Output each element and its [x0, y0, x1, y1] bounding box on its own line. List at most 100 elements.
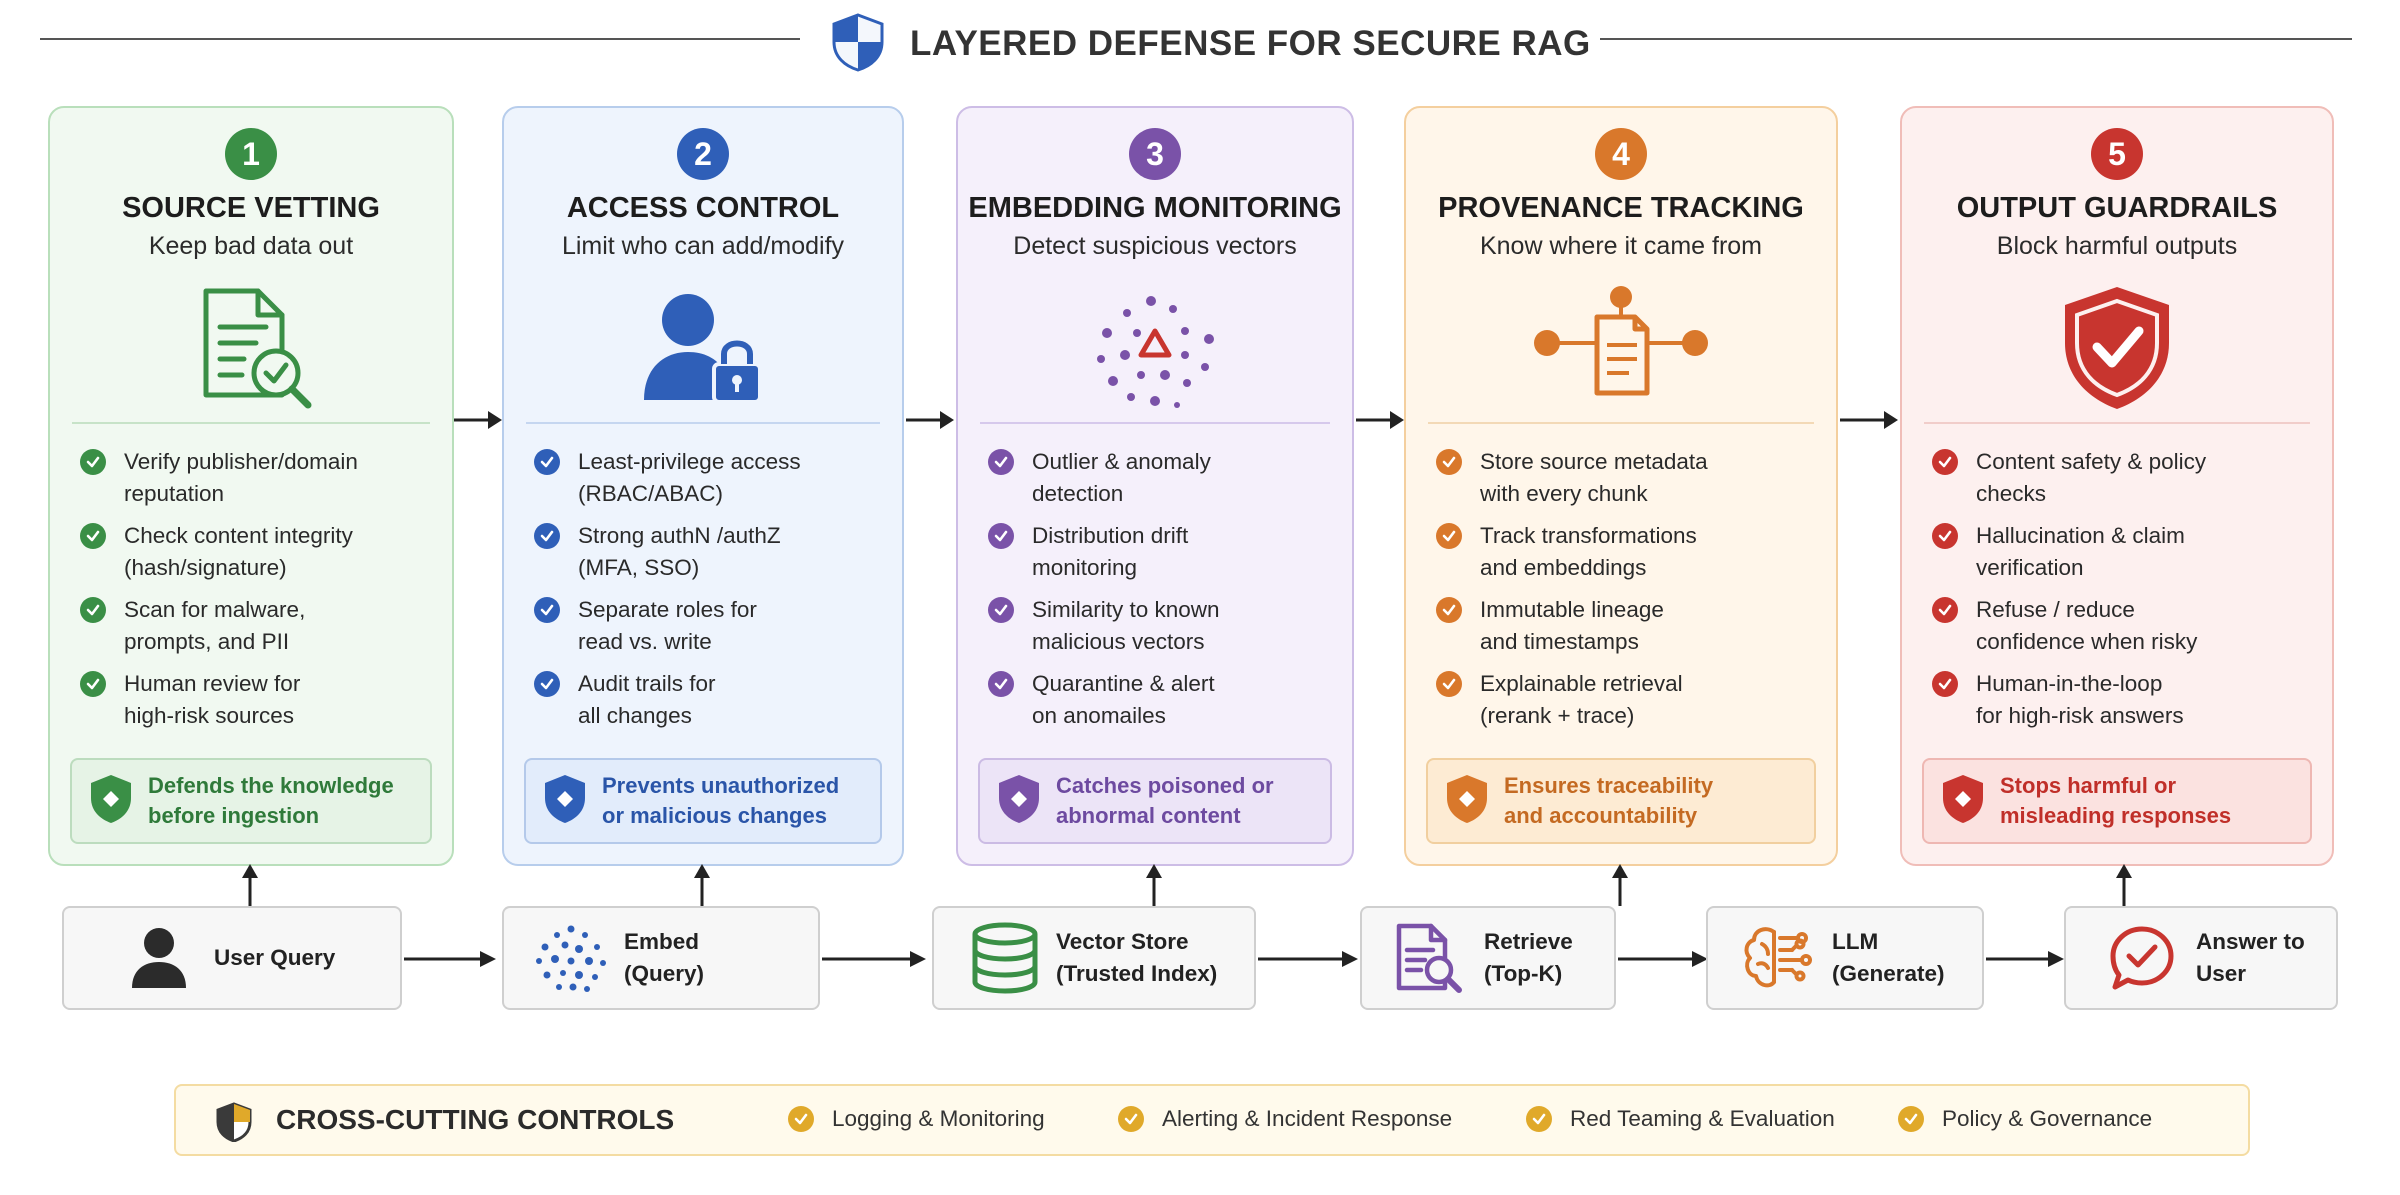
- user-icon: [114, 926, 204, 990]
- item-line: Immutable lineage: [1480, 597, 1664, 622]
- check-icon: [80, 523, 106, 549]
- pipeline-label: LLM (Generate): [1832, 929, 1945, 986]
- item-line: (MFA, SSO): [578, 555, 700, 580]
- item-line: checks: [1976, 481, 2047, 506]
- note-line: Defends the knowledge: [148, 773, 394, 798]
- list-item: Least-privilege access(RBAC/ABAC): [534, 446, 884, 520]
- note-line: and accountability: [1504, 803, 1698, 828]
- note-line: or malicious changes: [602, 803, 827, 828]
- check-icon: [80, 449, 106, 475]
- document-search-icon: [1388, 922, 1468, 994]
- document-search-icon: [181, 278, 321, 418]
- item-line: reputation: [124, 481, 225, 506]
- check-icon: [988, 449, 1014, 475]
- vector-anomaly-icon: [1085, 278, 1225, 418]
- card-subtitle: Detect suspicious vectors: [1013, 232, 1297, 260]
- check-icon: [1932, 523, 1958, 549]
- item-line: verification: [1976, 555, 2084, 580]
- card-title: ACCESS CONTROL: [566, 192, 840, 224]
- brain-icon: [1734, 924, 1818, 992]
- list-item: Hallucination & claim verification: [1932, 520, 2314, 594]
- cross-cutting-label: Red Teaming & Evaluation: [1570, 1106, 1835, 1131]
- item-line: and timestamps: [1480, 629, 1639, 654]
- item-line: with every chunk: [1480, 481, 1648, 506]
- card-title: OUTPUT GUARDRAILS: [1956, 192, 2278, 224]
- card-note: Stops harmful or misleading responses: [1922, 758, 2312, 844]
- card-title: SOURCE VETTING: [122, 192, 380, 224]
- card-embedding-monitoring: 3 EMBEDDING MONITORING Detect suspicious…: [956, 106, 1354, 866]
- page-title: LAYERED DEFENSE FOR SECURE RAG: [910, 24, 1591, 63]
- arrow-right-icon: [1840, 411, 1898, 429]
- arrow-up-icon: [1146, 864, 1162, 906]
- shield-check-icon: [2047, 278, 2187, 418]
- cross-cutting-label: Policy & Governance: [1942, 1106, 2153, 1131]
- header-rule-right: [1600, 38, 2352, 40]
- card-divider: [1428, 422, 1814, 424]
- embed-dots-icon: [526, 923, 616, 993]
- item-line: Hallucination & claim: [1976, 523, 2185, 548]
- arrow-right-icon: [906, 411, 954, 429]
- chat-check-icon: [2102, 925, 2182, 991]
- check-icon: [534, 671, 560, 697]
- pipeline-retrieve: Retrieve (Top-K): [1360, 906, 1616, 1010]
- card-title: EMBEDDING MONITORING: [968, 192, 1342, 224]
- arrow-right-icon: [1356, 411, 1404, 429]
- card-divider: [72, 422, 430, 424]
- item-line: monitoring: [1032, 555, 1138, 580]
- list-item: Strong authN /authZ(MFA, SSO): [534, 520, 884, 594]
- card-divider: [1924, 422, 2310, 424]
- item-line: high-risk sources: [124, 703, 295, 728]
- check-icon: [534, 597, 560, 623]
- item-line: (rerank + trace): [1480, 703, 1635, 728]
- shield-icon: [1444, 773, 1490, 830]
- check-icon: [1526, 1106, 1552, 1132]
- item-line: Scan for malware,: [124, 597, 306, 622]
- cross-cutting-label: Alerting & Incident Response: [1162, 1106, 1453, 1131]
- check-icon: [1898, 1106, 1924, 1132]
- cross-cutting-item: Logging & Monitoring: [788, 1106, 1045, 1132]
- shield-icon: [1940, 773, 1986, 830]
- pipeline-user-query: User Query: [62, 906, 402, 1010]
- cross-cutting-item: Alerting & Incident Response: [1118, 1106, 1452, 1132]
- pipeline-label: Embed (Query): [624, 929, 705, 986]
- user-lock-icon: [633, 278, 773, 418]
- shield-icon: [830, 12, 886, 77]
- step-number: 3: [1129, 128, 1181, 180]
- shield-icon: [996, 773, 1042, 830]
- check-icon: [988, 523, 1014, 549]
- note-line: Stops harmful or: [2000, 773, 2177, 798]
- cross-cutting-controls: CROSS-CUTTING CONTROLS Logging & Monitor…: [174, 1084, 2250, 1156]
- list-item: Explainable retrieval(rerank + trace): [1436, 668, 1818, 742]
- list-item: Check content integrity(hash/signature): [80, 520, 434, 594]
- note-line: misleading responses: [2000, 803, 2232, 828]
- card-divider: [980, 422, 1330, 424]
- arrow-up-icon: [242, 864, 258, 906]
- step-number: 1: [225, 128, 277, 180]
- card-subtitle: Block harmful outputs: [1996, 232, 2238, 260]
- pipeline-label: User Query: [214, 945, 336, 970]
- shield-icon: [88, 773, 134, 830]
- card-subtitle: Keep bad data out: [148, 232, 354, 260]
- header-rule-left: [40, 38, 800, 40]
- list-item: Immutable lineage and timestamps: [1436, 594, 1818, 668]
- card-subtitle: Limit who can add/modify: [561, 232, 845, 260]
- pipeline-label: Retrieve (Top-K): [1484, 929, 1573, 986]
- item-line: Similarity to known: [1032, 597, 1220, 622]
- check-icon: [1118, 1106, 1144, 1132]
- arrow-right-icon: [822, 951, 926, 967]
- pipeline-answer: Answer to User: [2064, 906, 2338, 1010]
